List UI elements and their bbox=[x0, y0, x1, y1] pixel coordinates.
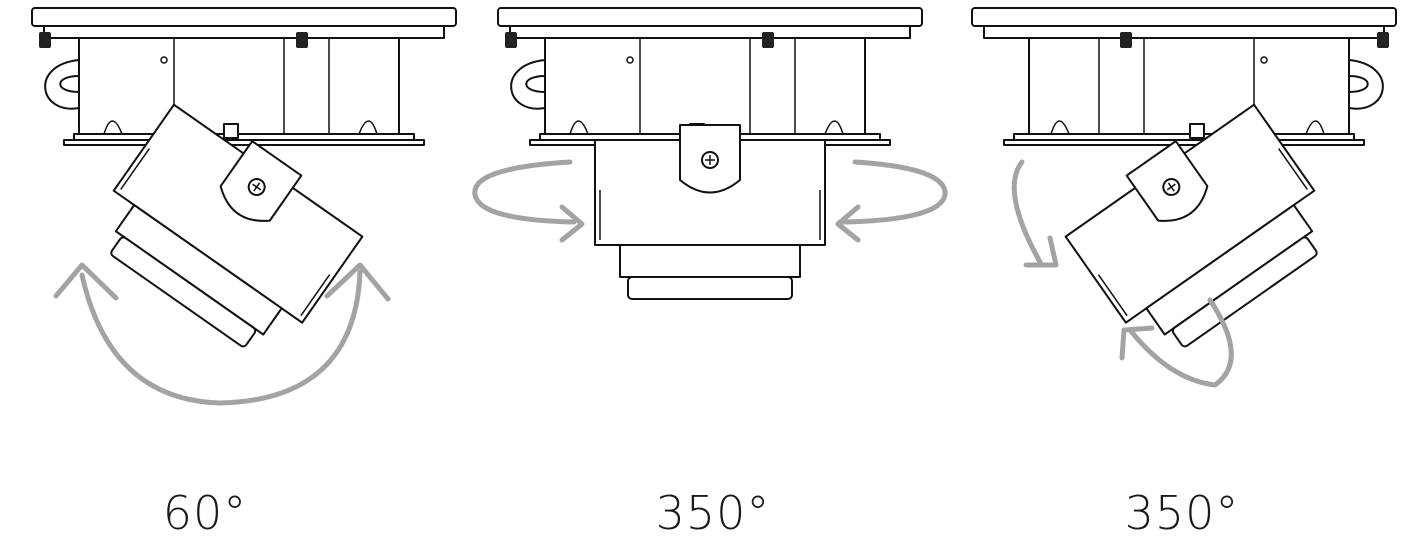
tilt-view bbox=[31, 7, 457, 406]
rotation-arrow-head-right bbox=[835, 204, 861, 243]
rotation-ellipse-left bbox=[472, 159, 577, 225]
tilt-angle-label: 60° bbox=[162, 486, 248, 540]
rotation-tilt-arrow-head-top bbox=[1023, 235, 1059, 268]
tilt-arrow-head-right bbox=[324, 262, 391, 302]
rotation-view bbox=[472, 7, 948, 300]
rotation-tilt-ellipse-bottom bbox=[1127, 297, 1234, 388]
rotation-tilt-arrow-head-bottom bbox=[1119, 325, 1155, 361]
rotation-angle-label: 350° bbox=[655, 486, 771, 540]
tilt-arc-arrow bbox=[79, 269, 363, 406]
tilt-arrow-head-left bbox=[53, 262, 119, 301]
rotation-tilt-ellipse-top bbox=[1011, 159, 1043, 265]
rotation-ellipse-right bbox=[840, 159, 948, 225]
rotation-tilt-view bbox=[971, 7, 1397, 388]
rotation-arrow-head-left bbox=[559, 204, 585, 243]
rotation-angle-label-2: 350° bbox=[1124, 486, 1240, 540]
